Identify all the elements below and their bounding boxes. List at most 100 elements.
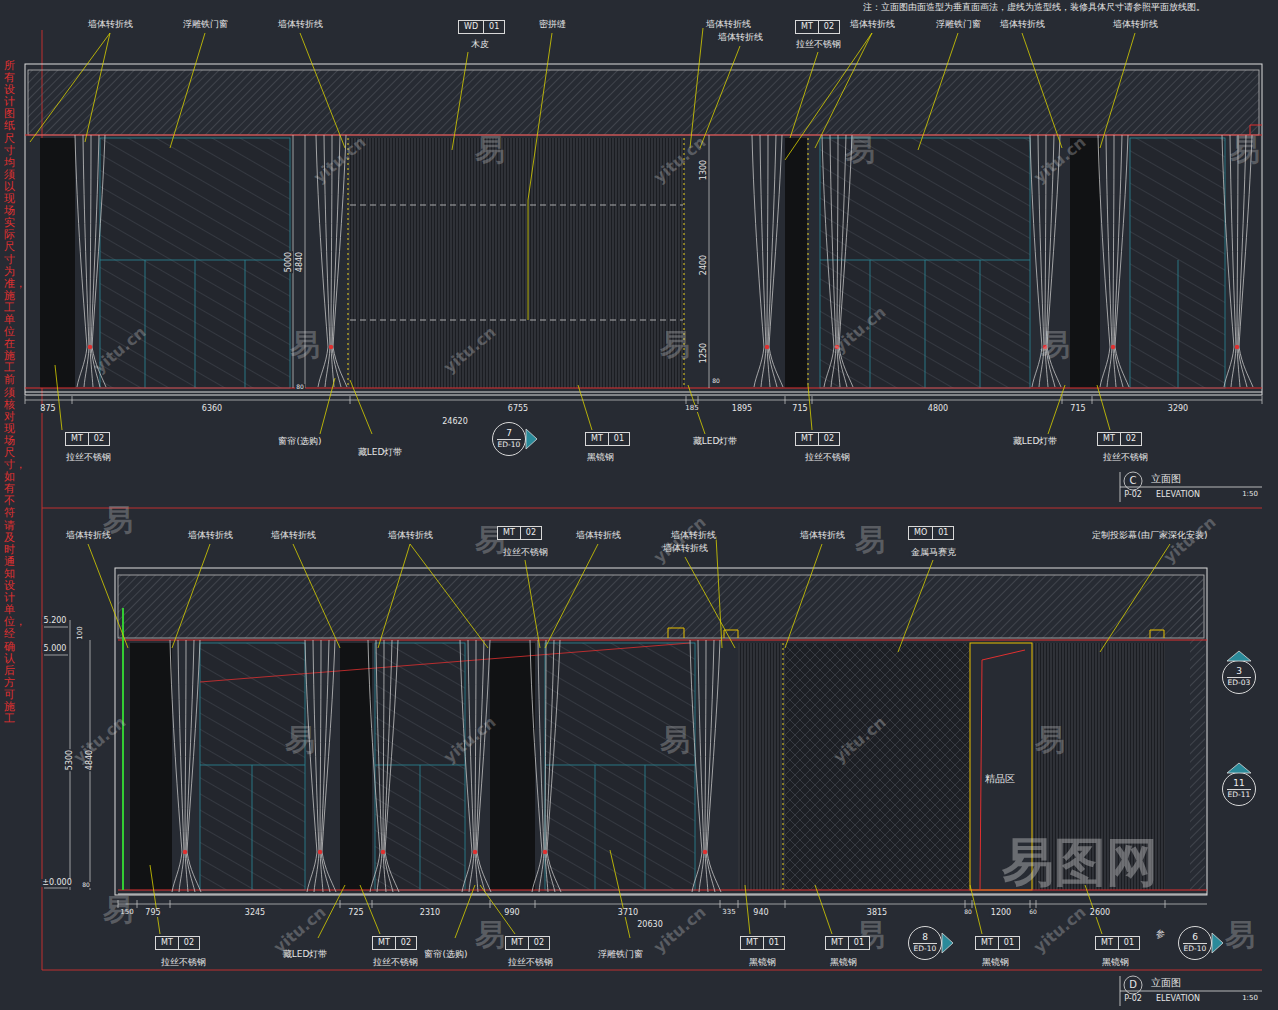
dimension-text: 715: [1069, 405, 1086, 413]
annotation-label: 金属马赛克: [910, 548, 957, 557]
title-block: [1120, 472, 1121, 502]
elevation-c: [752, 135, 783, 387]
dimension-text: 1250: [700, 342, 708, 364]
annotation-label: 浮雕铁门窗: [182, 20, 229, 29]
material-tag: MT01: [585, 432, 630, 446]
marker-pointer: [1212, 933, 1223, 953]
note-text: ELEVATION: [1155, 491, 1201, 499]
elevation-c: [40, 138, 75, 388]
annotation-label: 木皮: [470, 40, 490, 49]
watermark: 易: [475, 135, 505, 165]
material-number: 01: [763, 937, 784, 949]
section-number: 6: [1183, 933, 1207, 944]
elevation-c: [348, 138, 349, 388]
watermark: 易: [285, 725, 315, 755]
elevation-c: [808, 138, 809, 388]
title-block: [1120, 976, 1121, 1006]
material-code: MT: [976, 937, 998, 949]
elevation-d: [44, 568, 1207, 895]
elevation-d: [44, 627, 68, 888]
annotation-label: 黑镜钢: [1101, 958, 1130, 967]
material-code: MT: [1098, 433, 1120, 445]
material-code: MT: [826, 937, 848, 949]
material-tag: MT01: [975, 936, 1020, 950]
watermark: 易: [845, 135, 875, 165]
annotation-label: 参: [1155, 930, 1166, 939]
dimension-text: 100: [77, 625, 84, 640]
material-tag: MT02: [372, 936, 417, 950]
material-number: 01: [483, 21, 504, 33]
dimension-lines: [118, 900, 1165, 908]
dimension-text: 2600: [1089, 909, 1111, 917]
section-number: 8: [913, 933, 937, 944]
material-code: MT: [506, 937, 528, 949]
elevation-d: [200, 643, 690, 682]
annotation-label: P-02: [1123, 491, 1143, 499]
material-tag: MT02: [795, 432, 840, 446]
sheet-border: [42, 30, 1262, 970]
annotation-label: 拉丝不锈钢: [795, 40, 842, 49]
dimension-text: 1200: [990, 909, 1012, 917]
dimension-text: 3245: [244, 909, 266, 917]
material-tag: MT01: [1095, 936, 1140, 950]
dimension-text: 5.200: [43, 617, 68, 625]
annotation-label: 浮雕铁门窗: [935, 20, 982, 29]
leader-lines: [88, 536, 1170, 652]
watermark: 易: [660, 330, 690, 360]
elevation-d: [1190, 575, 1205, 890]
dimension-text: 80: [295, 384, 305, 390]
marker-pointer: [1227, 651, 1251, 661]
annotation-label: 墙体转折线: [270, 531, 317, 540]
elevation-d: [118, 639, 1207, 640]
watermark: 易: [1225, 920, 1255, 950]
material-number: 02: [178, 937, 199, 949]
material-code: MT: [1096, 937, 1118, 949]
annotation-label: D: [1128, 980, 1138, 990]
section-number: 7: [497, 429, 521, 440]
annotation-label: 墙体转折线: [705, 20, 752, 29]
section-marker: 7ED-10: [492, 422, 526, 456]
elevation-d: [115, 568, 1207, 895]
sheet-reference: ED-10: [1184, 944, 1207, 953]
watermark: 易: [855, 525, 885, 555]
dimension-text: 3710: [617, 909, 639, 917]
sheet-border: [42, 508, 1262, 509]
marker-pointer: [942, 933, 954, 953]
dimension-text: 20630: [636, 921, 663, 929]
annotation-label: 黑镜钢: [981, 958, 1010, 967]
annotation-label: 墙体转折线: [575, 531, 622, 540]
marker-pointer: [1227, 763, 1251, 773]
annotation-label: 墙体转折线: [799, 531, 846, 540]
marker-pointer: [1212, 933, 1224, 953]
dimension-text: 4840: [296, 251, 304, 273]
annotation-label: 墙体转折线: [187, 531, 234, 540]
leader-lines: [55, 365, 1110, 434]
dimension-text: 24620: [441, 418, 468, 426]
watermark: 易: [1230, 135, 1260, 165]
material-code: MO: [909, 527, 932, 539]
watermark: 易: [103, 895, 133, 925]
watermark: yitu.cn: [651, 904, 709, 956]
note-text: 注：立面图由面造型为垂直面画法，虚线为造型线，装修具体尺寸请参照平面放线图。: [862, 3, 1206, 12]
elevation-c: [1130, 138, 1225, 388]
dimension-lines: [25, 135, 1262, 908]
elevation-d: [690, 640, 721, 892]
annotation-label: 墙体转折线: [717, 33, 764, 42]
dimension-lines: [25, 400, 1262, 401]
elevation-d: [668, 628, 1164, 638]
leader-lines: [30, 28, 1135, 320]
dimension-text: 80: [963, 909, 973, 915]
material-number: 02: [528, 937, 549, 949]
watermark: 易图网: [1002, 836, 1158, 888]
elevation-d: [118, 575, 1204, 638]
elevation-d: [340, 643, 372, 890]
dimension-text: ±0.000: [41, 879, 73, 887]
material-code: MT: [66, 433, 88, 445]
elevation-c: [348, 138, 685, 388]
dimension-text: 725: [347, 909, 364, 917]
annotation-label: 黑镜钢: [748, 958, 777, 967]
annotation-label: 密拼缝: [538, 20, 567, 29]
material-number: 01: [998, 937, 1019, 949]
material-tag: MT01: [825, 936, 870, 950]
note-text: 立面图: [1150, 978, 1182, 988]
